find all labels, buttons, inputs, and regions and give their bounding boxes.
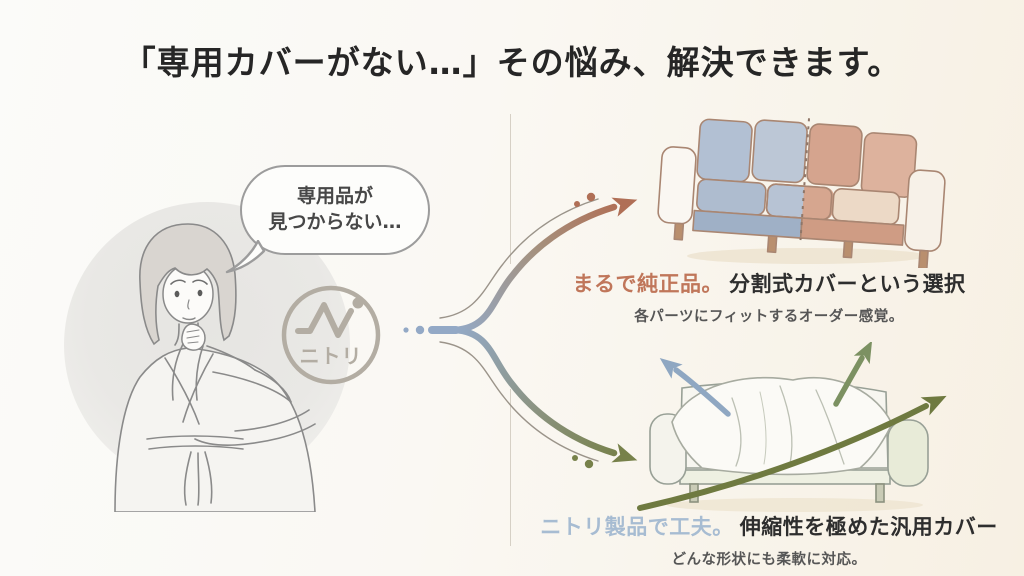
vertical-divider-bottom	[510, 389, 511, 546]
arrow-to-split-cover	[451, 203, 618, 334]
option-stretch-subtext: どんな形状にも柔軟に対応。	[671, 552, 867, 568]
option-split-headline: まるで純正品。分割式カバーという選択	[534, 268, 1004, 298]
stem-dot-large	[415, 325, 425, 335]
option-stretch-title: 伸縮性を極めた汎用カバー	[739, 515, 998, 539]
nitori-logo-icon: ニトリ	[281, 285, 381, 385]
thinking-person-illustration	[114, 223, 316, 512]
arrow-to-stretch-cover	[451, 326, 618, 457]
option-stretch-headline: ニトリ製品で工夫。伸縮性を極めた汎用カバー	[534, 511, 1004, 541]
speech-bubble: 専用品が 見つからない…	[240, 165, 430, 255]
arrowhead-top	[611, 197, 638, 217]
logo-brand-text: ニトリ	[300, 344, 363, 368]
nose	[187, 299, 190, 310]
eye-left	[174, 290, 180, 298]
stretch-swoosh-arrow	[637, 403, 929, 511]
option-split-caption: まるで純正品。分割式カバーという選択 各パーツにフィットするオーダー感覚。	[534, 268, 1004, 326]
logo-n-mark	[295, 302, 354, 338]
sofa-arm-right	[904, 169, 946, 252]
eyebrow-left	[170, 279, 186, 285]
logo-dot	[352, 297, 364, 309]
stem-dot-small	[403, 327, 409, 333]
robe-collar-right	[182, 353, 214, 423]
speech-bubble-line2: 見つからない…	[268, 211, 402, 233]
vertical-divider-top	[510, 114, 511, 264]
stretch-arm-right	[887, 419, 929, 487]
eyebrow-right	[192, 279, 208, 285]
branching-arrows-icon	[403, 192, 638, 469]
option-stretch-accent: ニトリ製品で工夫。	[540, 515, 734, 539]
page-title: 「専用カバーがない…」その悩み、解決できます。	[122, 43, 902, 82]
stretch-arrow-up-left	[673, 367, 731, 417]
logo-circle	[281, 285, 381, 385]
robe-belt	[146, 435, 244, 440]
option-split-accent: まるで純正品。	[572, 272, 723, 296]
sofa-shadow	[687, 248, 927, 264]
arrowhead-bottom	[611, 443, 638, 463]
speech-bubble-tail	[225, 240, 266, 274]
option-split-subtext: 各パーツにフィットするオーダー感覚。	[634, 309, 904, 325]
sofa-arm-left	[657, 146, 697, 225]
robe-collar-left	[164, 357, 200, 425]
mouth	[182, 317, 196, 321]
option-split-title: 分割式カバーという選択	[729, 272, 966, 296]
stretch-sofa-illustration	[637, 342, 947, 512]
hair	[139, 223, 237, 346]
eye-right	[197, 289, 203, 297]
stretch-arrow-up-right	[833, 355, 865, 407]
option-stretch-caption: ニトリ製品で工夫。伸縮性を極めた汎用カバー どんな形状にも柔軟に対応。	[534, 511, 1004, 569]
speech-bubble-line1: 専用品が	[296, 185, 373, 208]
split-sofa-illustration	[657, 118, 946, 268]
